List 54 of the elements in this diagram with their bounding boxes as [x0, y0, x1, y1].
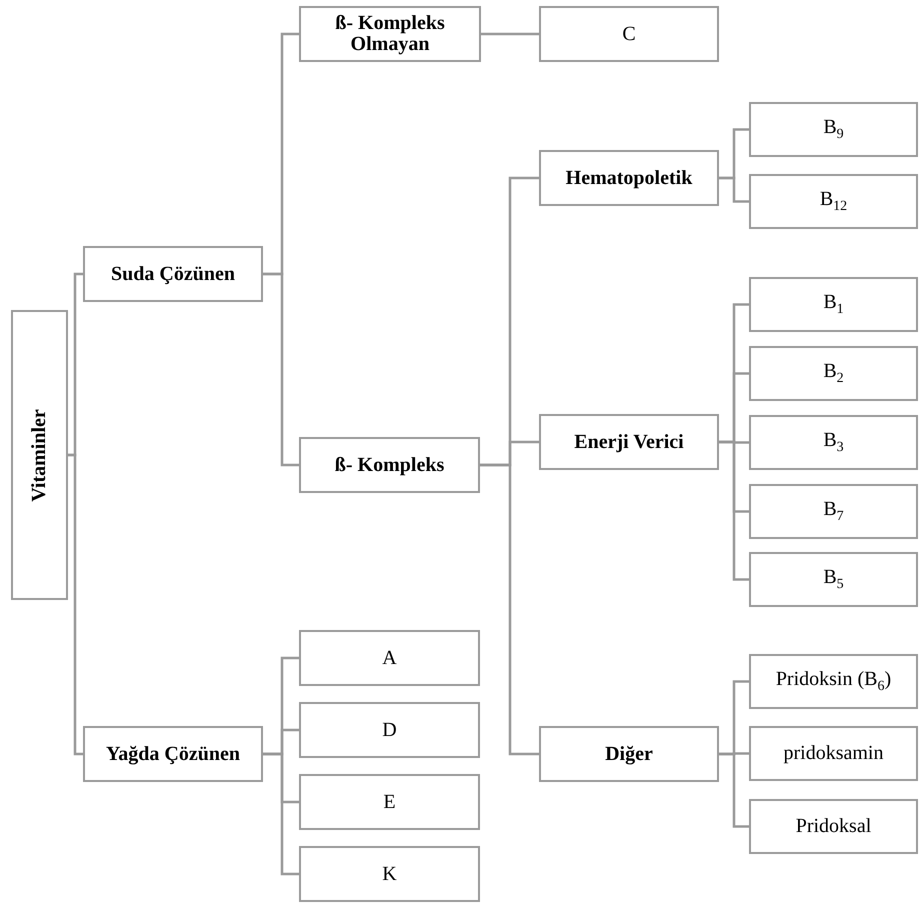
- category-box: [299, 846, 480, 902]
- category-box: [299, 6, 481, 62]
- node-label: B$_{9}$: [823, 116, 844, 142]
- category-box: [749, 484, 918, 539]
- node-label: Pridoksin (B$_{6}$): [776, 668, 892, 694]
- node-label: B$_{1}$: [823, 292, 844, 318]
- category-box: [539, 726, 719, 782]
- category-box: [83, 246, 263, 302]
- category-box: [299, 774, 480, 830]
- connector-line: [481, 32, 539, 36]
- node-label: Enerji Verici: [574, 432, 684, 452]
- connector-line: [68, 454, 83, 756]
- node-label: B$_{5}$: [823, 566, 844, 592]
- node-label: Suda Çözünen: [111, 264, 235, 284]
- category-box: [749, 552, 918, 607]
- connector-line: [719, 176, 749, 203]
- node-label: Pridoksal: [796, 816, 872, 837]
- category-box: [539, 414, 719, 470]
- node-label: K: [382, 864, 397, 884]
- node-label: E: [383, 792, 396, 812]
- node-label: ß- Kompleks Olmayan: [334, 13, 446, 55]
- node-label: Yağda Çözünen: [106, 744, 240, 764]
- category-box: [299, 630, 480, 686]
- category-box: [749, 346, 918, 401]
- node-label: B$_{12}$: [820, 188, 848, 214]
- category-box: [749, 726, 918, 781]
- category-box: [749, 102, 918, 157]
- category-box: [539, 6, 719, 62]
- category-box: [749, 654, 918, 709]
- connector-line: [719, 440, 749, 581]
- category-box: [749, 415, 918, 470]
- connector-line: [719, 752, 749, 828]
- category-box: [83, 726, 263, 782]
- connector-line: [263, 272, 299, 466]
- node-label: C: [622, 24, 636, 44]
- node-label: B$_{3}$: [823, 430, 844, 456]
- category-box: [749, 174, 918, 229]
- category-box: [299, 437, 480, 493]
- connector-line: [263, 752, 299, 876]
- category-box: [11, 310, 68, 600]
- node-label: A: [382, 648, 397, 668]
- node-label: B$_{7}$: [823, 498, 844, 524]
- category-box: [539, 150, 719, 206]
- connector-line: [480, 464, 539, 756]
- node-label: Vitaminler: [29, 408, 50, 502]
- node-label: Hematopoletik: [566, 168, 692, 188]
- category-box: [749, 277, 918, 332]
- category-box: [749, 799, 918, 854]
- node-label: ß- Kompleks: [334, 454, 444, 476]
- node-label: pridoksamin: [784, 743, 884, 764]
- category-box: [299, 702, 480, 758]
- node-label: B$_{2}$: [823, 360, 844, 386]
- node-label: D: [382, 720, 397, 740]
- node-label: Diğer: [605, 744, 653, 764]
